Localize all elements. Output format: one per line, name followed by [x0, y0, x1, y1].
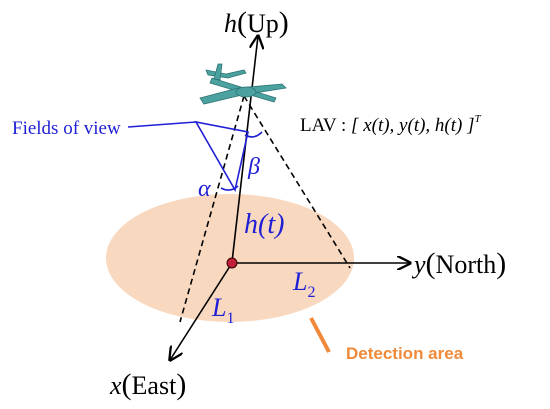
x-axis-label: x(East): [109, 368, 186, 401]
detection-area-label: Detection area: [346, 344, 464, 363]
aircraft-icon: [199, 63, 287, 105]
fields-of-view-label: Fields of view: [12, 118, 121, 139]
alpha-angle-arc: [220, 185, 239, 191]
fields-of-view-callout: [127, 120, 249, 193]
beta-label: β: [247, 154, 260, 180]
origin-dot: [226, 257, 238, 269]
fov-dashed-line-alpha: [179, 95, 245, 323]
h-of-t-label: h(t): [244, 209, 284, 240]
L2-label: L2: [292, 267, 315, 301]
y-axis-label: y(North): [411, 247, 506, 280]
h-axis-label: h(Up): [224, 6, 289, 39]
alpha-label: α: [198, 176, 211, 202]
detection-area-pointer: [309, 317, 331, 353]
L1-label: L1: [211, 293, 234, 327]
lav-label: LAV : [ x(t), y(t), h(t) ]T: [300, 113, 482, 136]
x-axis-line: [170, 262, 233, 360]
beta-angle-arc: [244, 131, 263, 138]
fov-dashed-line-beta: [243, 95, 351, 269]
